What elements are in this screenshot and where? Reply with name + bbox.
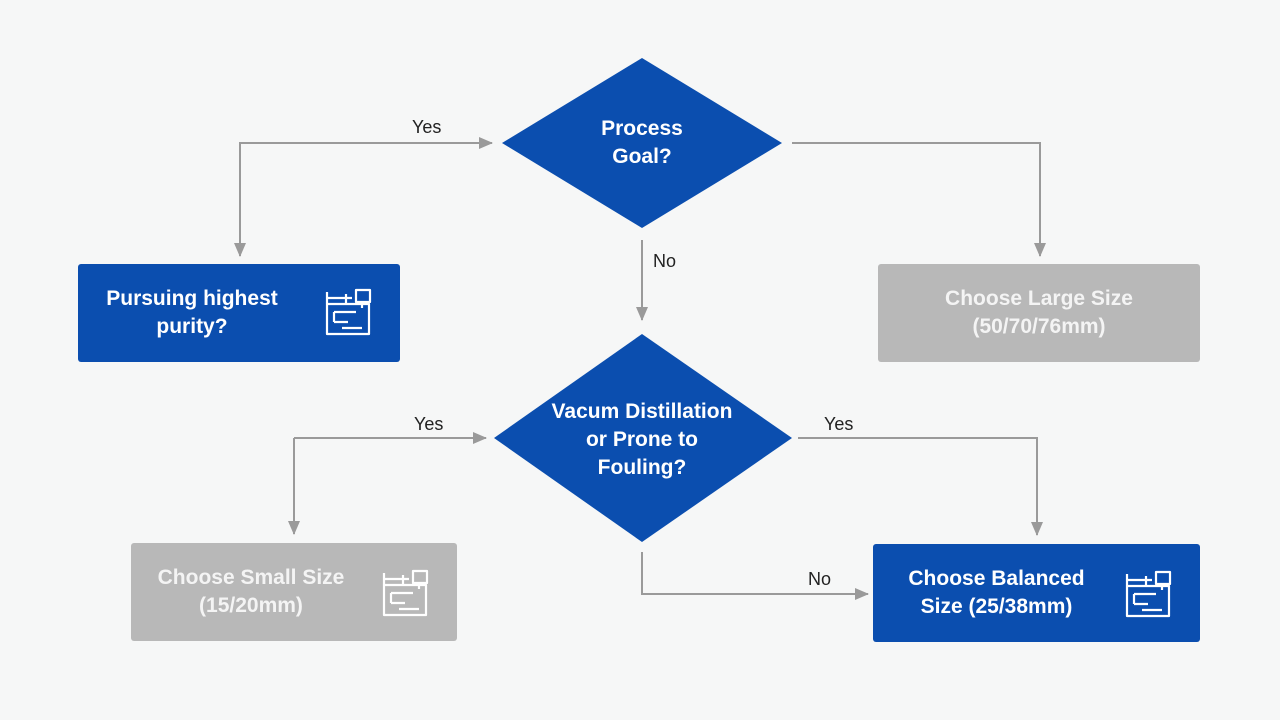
node-line: Choose Large Size	[945, 287, 1133, 310]
decision-line: Goal?	[612, 145, 672, 168]
connector-yes-top	[239, 137, 493, 255]
node-line: (50/70/76mm)	[972, 315, 1106, 338]
node-large-size[interactable]: Choose Large Size (50/70/76mm)	[878, 264, 1200, 362]
node-line: purity?	[156, 315, 228, 338]
equipment-icon	[325, 288, 372, 336]
equipment-icon	[382, 569, 429, 617]
node-balanced-size[interactable]: Choose Balanced Size (25/38mm)	[873, 544, 1200, 642]
equipment-icon	[1125, 570, 1172, 618]
node-line: Size (25/38mm)	[920, 595, 1073, 618]
connector-goal-to-large	[792, 142, 1046, 257]
decision-process-goal[interactable]	[502, 58, 782, 228]
node-highest-purity[interactable]: Pursuing highest purity?	[78, 264, 400, 362]
decision-line: Process	[601, 117, 683, 140]
node-line: Pursuing highest	[106, 287, 278, 310]
node-line: Choose Small Size	[157, 566, 345, 589]
decision-line: or Prone to	[585, 428, 698, 451]
connector-yes-right	[798, 437, 1043, 536]
edge-label-no-center: No	[653, 251, 677, 271]
node-line: Choose Balanced	[908, 567, 1085, 590]
edge-label-yes-right: Yes	[824, 414, 854, 434]
decision-process-goal-label: Process Goal?	[542, 108, 742, 178]
decision-line: Vacum Distillation	[551, 400, 733, 423]
decision-vacuum-label: Vacum Distillation or Prone to Fouling?	[520, 398, 764, 482]
edge-label-yes-top: Yes	[412, 117, 442, 137]
decision-vacuum-distillation[interactable]	[494, 334, 792, 542]
edge-label-yes-left: Yes	[414, 414, 444, 434]
node-small-size[interactable]: Choose Small Size (15/20mm)	[131, 543, 457, 641]
decision-line: Fouling?	[597, 456, 687, 479]
edge-label-no-bottom: No	[808, 569, 832, 589]
node-line: (15/20mm)	[199, 594, 303, 617]
connector-no-bottom	[641, 552, 869, 600]
